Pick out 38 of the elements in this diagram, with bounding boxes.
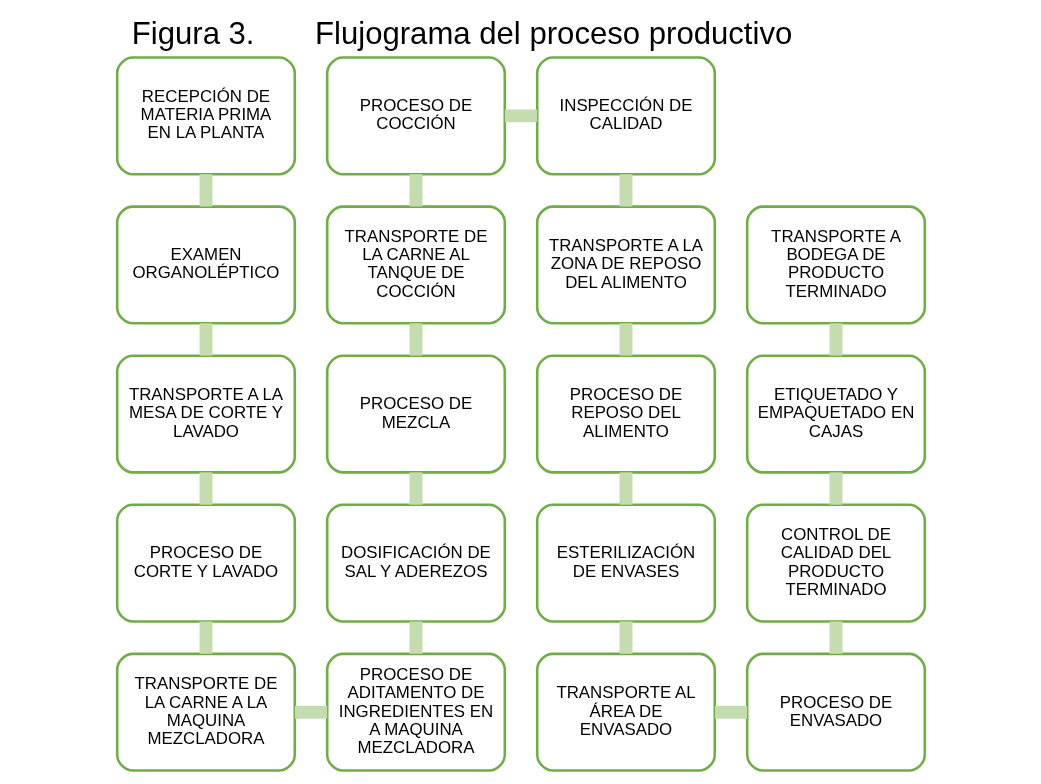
node-box: TRANSPORTE A LA MESA DE CORTE Y LAVADO bbox=[115, 354, 296, 474]
connector bbox=[199, 323, 212, 356]
connector bbox=[619, 323, 632, 356]
node-box: PROCESO DE MEZCLA bbox=[325, 354, 506, 474]
connector bbox=[199, 621, 212, 654]
node-box: PROCESO DE CORTE Y LAVADO bbox=[115, 503, 296, 623]
node-box: PROCESO DE COCCIÓN bbox=[325, 56, 506, 176]
node-box: INSPECCIÓN DE CALIDAD bbox=[535, 56, 716, 176]
node-box: PROCESO DE ADITAMENTO DE INGREDIENTES EN A MAQUINA MEZCLADORA bbox=[325, 652, 506, 772]
connector bbox=[714, 705, 747, 719]
connector bbox=[619, 174, 632, 207]
node-box: TRANSPORTE DE LA CARNE A LA MAQUINA MEZCLADORA bbox=[115, 652, 296, 772]
node-box: DOSIFICACIÓN DE SAL Y ADEREZOS bbox=[325, 503, 506, 623]
diagram-title: Figura 3. Flujograma del proceso productivo bbox=[131, 15, 792, 51]
connector bbox=[409, 621, 422, 654]
connector bbox=[504, 109, 537, 123]
node-box: RECEPCIÓN DE MATERIA PRIMA EN LA PLANTA bbox=[115, 56, 296, 176]
connector bbox=[619, 621, 632, 654]
node-box: ESTERILIZACIÓN DE ENVASES bbox=[535, 503, 716, 623]
node-box: EXAMEN ORGANOLÉPTICO bbox=[115, 205, 296, 325]
connector bbox=[619, 472, 632, 505]
node-box: ETIQUETADO Y EMPAQUETADO EN CAJAS bbox=[745, 354, 926, 474]
node-box: CONTROL DE CALIDAD DEL PRODUCTO TERMINADO bbox=[745, 503, 926, 623]
node-box: TRANSPORTE DE LA CARNE AL TANQUE DE COCCIÓN bbox=[325, 205, 506, 325]
node-box: TRANSPORTE A LA ZONA DE REPOSO DEL ALIMENTO bbox=[535, 205, 716, 325]
connector bbox=[829, 472, 842, 505]
connector bbox=[829, 323, 842, 356]
node-box: TRANSPORTE A BODEGA DE PRODUCTO TERMINADO bbox=[745, 205, 926, 325]
node-box: TRANSPORTE AL ÁREA DE ENVASADO bbox=[535, 652, 716, 772]
connector bbox=[294, 705, 327, 719]
node-box: PROCESO DE ENVASADO bbox=[745, 652, 926, 772]
connector bbox=[829, 621, 842, 654]
connector bbox=[409, 174, 422, 207]
connector bbox=[409, 323, 422, 356]
connector bbox=[409, 472, 422, 505]
connector bbox=[199, 174, 212, 207]
connector bbox=[199, 472, 212, 505]
node-box: PROCESO DE REPOSO DEL ALIMENTO bbox=[535, 354, 716, 474]
